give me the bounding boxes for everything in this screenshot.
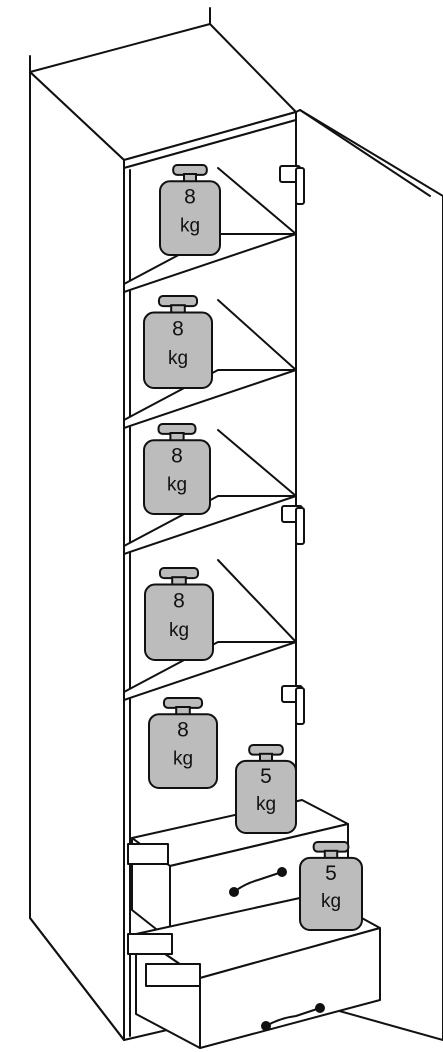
shelf-weight-icon: 8 kg (144, 567, 214, 661)
shelf-weight-icon: 5 kg (235, 744, 297, 835)
weight-body (299, 856, 363, 932)
weight-unit: kg (180, 216, 200, 237)
shelf-depth-line-3 (217, 429, 297, 497)
weight-body (143, 311, 213, 389)
weight-unit: kg (173, 749, 193, 770)
weight-body (143, 439, 211, 516)
hinge-icon (279, 165, 305, 725)
weight-value: 8 (173, 590, 185, 613)
weight-value: 5 (260, 765, 272, 788)
shelf-depth-line-2 (217, 299, 297, 371)
drawer-handle-icon (261, 1021, 271, 1031)
shelf-weight-icon: 8 kg (148, 697, 218, 790)
drawer-runner-icon (127, 843, 201, 987)
weight-body (144, 583, 214, 661)
weight-unit: kg (256, 794, 276, 815)
cabinet-base-edge (29, 917, 125, 1041)
shelf-weight-icon: 8 kg (143, 295, 213, 389)
weight-body (148, 713, 218, 790)
drawer-handle-icon (233, 871, 283, 893)
drawer-handle-icon (315, 1003, 325, 1013)
door-open-edge (299, 109, 431, 197)
shelf-depth-line-1 (217, 167, 297, 235)
cabinet-side-panel (29, 71, 125, 1041)
weight-unit: kg (167, 475, 187, 496)
weight-value: 8 (172, 318, 184, 341)
drawer-handle-icon (277, 867, 287, 877)
weight-unit: kg (321, 891, 341, 912)
drawer-handle-icon (229, 887, 239, 897)
weight-body (159, 180, 221, 256)
weight-value: 8 (184, 186, 196, 209)
weight-body (235, 759, 297, 835)
weight-value: 8 (177, 719, 189, 742)
shelf-weight-icon: 5 kg (299, 841, 363, 932)
shelf-weights: 8 kg 8 kg 8 kg 8 kg 8 kg 5 kg 5 kg (143, 164, 363, 932)
weight-value: 5 (325, 862, 337, 885)
shelf-weight-icon: 8 kg (143, 423, 211, 516)
shelf-depth-line-4 (217, 559, 297, 643)
weight-unit: kg (168, 348, 188, 369)
shelf-weight-icon: 8 kg (159, 164, 221, 256)
weight-unit: kg (169, 620, 189, 641)
weight-value: 8 (171, 445, 183, 468)
drawer-handle-icon (265, 1007, 321, 1027)
